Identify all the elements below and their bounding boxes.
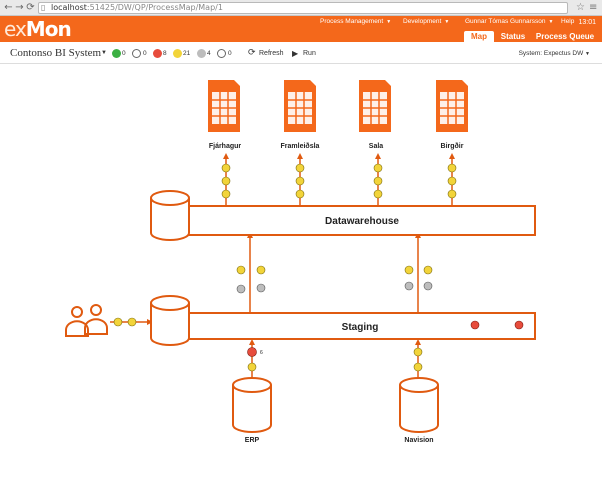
report-label[interactable]: Sala (369, 143, 384, 150)
status-disabled-icon[interactable] (197, 49, 206, 58)
job-status-icon[interactable] (413, 347, 423, 357)
menu-development[interactable]: Development▼ (403, 18, 450, 25)
refresh-icon[interactable]: ⟳ (248, 48, 256, 58)
menu-user[interactable]: Gunnar Tómas Gunnarsson▼ (465, 18, 554, 25)
report-label[interactable]: Fjárhagur (209, 143, 242, 150)
page-icon: ▯ (41, 3, 46, 12)
job-status-icon[interactable] (127, 317, 137, 327)
url-path: :51425/DW/QP/ProcessMap/Map/1 (86, 3, 223, 12)
report-icon[interactable] (208, 80, 240, 132)
erp-database-icon[interactable] (232, 377, 272, 433)
back-icon[interactable]: ← (4, 2, 13, 13)
tab-status[interactable]: Status (500, 32, 526, 41)
system-select[interactable]: System: Expectus DW ▼ (518, 50, 590, 57)
datawarehouse-bar[interactable] (179, 205, 536, 236)
status-disabled-count: 4 (207, 50, 211, 57)
status-running-icon[interactable] (217, 49, 226, 58)
reload-icon[interactable]: ⟳ (26, 2, 35, 13)
chevron-down-icon[interactable]: ▼ (101, 50, 107, 56)
job-status-icon[interactable] (413, 362, 423, 372)
menu-icon[interactable]: ≡ (589, 2, 598, 13)
error-count: 6 (260, 350, 263, 356)
status-warning-count: 21 (183, 50, 191, 57)
datawarehouse-label: Datawarehouse (325, 216, 399, 227)
url-host: localhost (51, 3, 87, 12)
chevron-down-icon: ▼ (548, 19, 554, 25)
users-icon[interactable] (65, 304, 108, 337)
job-status-icon[interactable] (113, 317, 123, 327)
status-error-count: 8 (163, 50, 167, 57)
status-ok-count: 0 (122, 50, 126, 57)
tab-map[interactable]: Map (464, 31, 494, 42)
menu-help[interactable]: Help (561, 18, 575, 25)
address-bar[interactable]: ▯ localhost:51425/DW/QP/ProcessMap/Map/1 (38, 2, 568, 14)
tab-process-queue[interactable]: Process Queue (535, 32, 595, 41)
run-button[interactable]: Run (303, 50, 316, 57)
play-icon[interactable]: ▶ (292, 49, 299, 58)
menu-process-management[interactable]: Process Management▼ (320, 18, 392, 25)
status-idle-count: 0 (143, 50, 147, 57)
job-status-icons[interactable] (221, 163, 457, 199)
clock: 13:01 (578, 19, 596, 26)
source-label: Navision (404, 437, 433, 444)
report-label[interactable]: Framleiðsla (281, 142, 320, 150)
job-status-icon[interactable] (247, 362, 257, 372)
system-name[interactable]: Contonso BI System (10, 47, 102, 59)
refresh-button[interactable]: Refresh (259, 50, 284, 57)
process-map: Fjárhagur Framleiðsla Sala Birgðir Dataw… (65, 80, 536, 444)
staging-database-icon[interactable] (150, 295, 190, 346)
report-label[interactable]: Birgðir (441, 142, 464, 150)
job-status-icons[interactable] (236, 265, 433, 294)
star-icon[interactable]: ☆ (576, 2, 585, 13)
status-running-count: 0 (228, 50, 232, 57)
datawarehouse-database-icon[interactable] (150, 190, 190, 241)
app-header (0, 16, 602, 42)
forward-icon[interactable]: → (15, 2, 24, 13)
chevron-down-icon: ▼ (585, 51, 590, 57)
report-icon[interactable] (359, 80, 391, 132)
chevron-down-icon: ▼ (444, 19, 450, 25)
app-logo[interactable]: exMon (4, 17, 72, 41)
error-status-icon[interactable] (470, 320, 480, 330)
source-label: ERP (245, 437, 260, 444)
chevron-down-icon: ▼ (386, 19, 392, 25)
map-toolbar (0, 42, 602, 64)
status-error-icon[interactable] (153, 49, 162, 58)
status-idle-icon[interactable] (132, 49, 141, 58)
report-icon[interactable] (284, 80, 316, 132)
staging-label: Staging (342, 322, 379, 333)
navision-database-icon[interactable] (399, 377, 439, 433)
status-warning-icon[interactable] (173, 49, 182, 58)
report-icon[interactable] (436, 80, 468, 132)
error-status-icon[interactable] (247, 347, 257, 357)
status-ok-icon[interactable] (112, 49, 121, 58)
error-status-icon[interactable] (514, 320, 524, 330)
